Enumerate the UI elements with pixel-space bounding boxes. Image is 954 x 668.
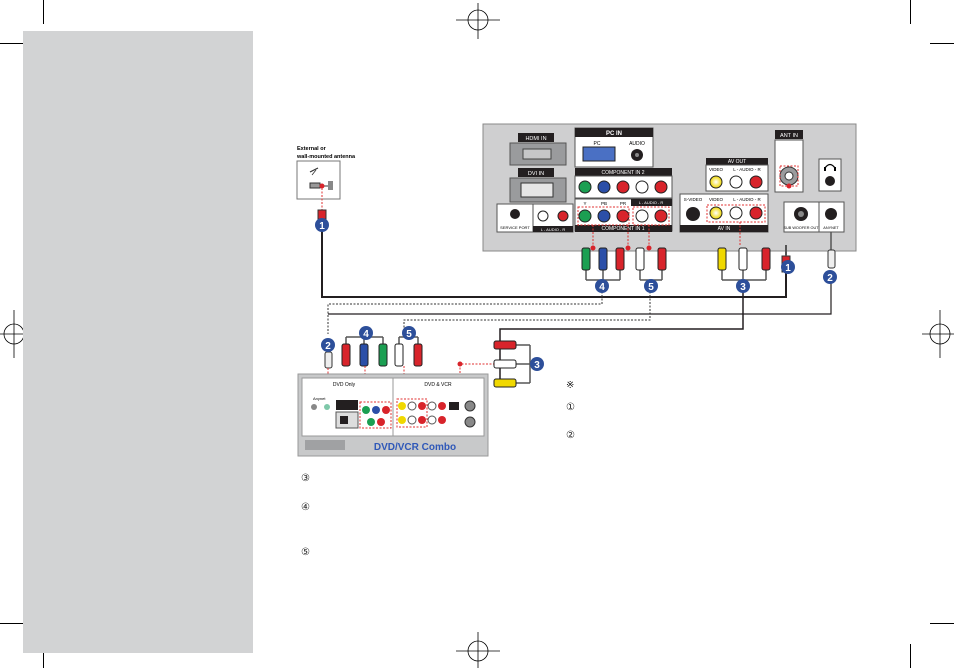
crop-mark [930,623,954,624]
dvd-anynet-label: Anynet [313,396,326,401]
note-marker-2: ② [566,430,575,441]
av-in-label: AV IN [718,226,731,232]
av-out-audio-label: L - AUDIO - R [733,167,761,172]
pc-in-label: PC IN [606,131,622,137]
crop-mark [0,623,24,624]
callout-2-tv: 2 [823,270,837,284]
component-in-1-label: COMPONENT IN 1 [602,226,645,232]
svg-text:1: 1 [785,263,791,274]
svg-text:4: 4 [599,282,605,293]
svg-text:5: 5 [406,329,412,340]
note-marker-4: ④ [301,502,310,513]
callout-2-dvd: 2 [321,338,335,352]
hdmi-in-label: HDMI IN [525,136,546,142]
crop-mark [0,43,24,44]
svg-text:3: 3 [534,360,540,371]
svg-text:2: 2 [827,273,833,284]
callout-5-dvd: 5 [402,326,416,340]
dvd-only-label: DVD Only [333,382,356,388]
svg-text:2: 2 [325,341,331,352]
antenna-box: External or wall-mounted antenna [296,146,356,210]
dvi-audio-label: L - AUDIO - R [541,227,566,232]
dvd-vcr-combo: DVD Only DVD & VCR Anynet DVD/VCR Combo [297,373,489,457]
crop-mark [910,0,911,24]
callout-3-tv: 3 [736,279,750,293]
antenna-label-line2: wall-mounted antenna [296,154,356,160]
comp-pb-label: PB [601,201,607,206]
crop-mark [930,43,954,44]
component-in-2-label: COMPONENT IN 2 [602,170,645,176]
svg-text:4: 4 [363,329,369,340]
callout-4-tv: 4 [595,279,609,293]
av-out-label: AV OUT [728,159,746,165]
note-marker-5: ⑤ [301,547,310,558]
antenna-label-line1: External or [297,146,327,152]
note-marker-1: ① [566,402,575,413]
svg-text:1: 1 [319,221,325,232]
crop-mark [910,644,911,668]
service-port-label: SERVICE PORT [500,225,530,230]
pc-label: PC [594,141,601,147]
registration-mark [456,3,500,39]
registration-mark [456,632,500,668]
av-in-audio-label: L - AUDIO - R [733,197,761,202]
dvi-in-label: DVI IN [528,171,544,177]
dvd-vcr-title: DVD/VCR Combo [374,442,456,453]
callout-4-dvd: 4 [359,326,373,340]
crop-mark [43,644,44,668]
subwoofer-label: SUB WOOFER OUT [783,226,819,230]
note-marker-star: ※ [566,380,575,391]
tv-back-panel: HDMI IN DVI IN SERVICE PORT L - AUDIO - … [482,123,857,252]
anynet-port-label: ANYNET [823,226,839,230]
dvd-vcr-label: DVD & VCR [424,382,452,388]
registration-mark [922,310,954,358]
comp-y-label: Y [583,201,586,206]
av-out-video-label: VIDEO [709,167,724,172]
s-video-label: S-VIDEO [684,197,703,202]
callout-1-tv: 1 [781,260,795,274]
callout-5-tv: 5 [644,279,658,293]
pc-audio-label: AUDIO [629,141,645,147]
component-audio-label: L - AUDIO - R [639,200,664,205]
ant-in-label: ANT IN [780,133,798,139]
svg-text:3: 3 [740,282,746,293]
svg-text:5: 5 [648,282,654,293]
sidebar-panel [23,31,253,653]
comp-pr-label: PR [620,201,627,206]
note-marker-3: ③ [301,473,310,484]
crop-mark [43,0,44,24]
callout-3-dvd: 3 [530,357,544,371]
callout-1-antenna: 1 [315,218,329,232]
av-in-video-label: VIDEO [709,197,724,202]
headphone-icon [824,163,836,171]
